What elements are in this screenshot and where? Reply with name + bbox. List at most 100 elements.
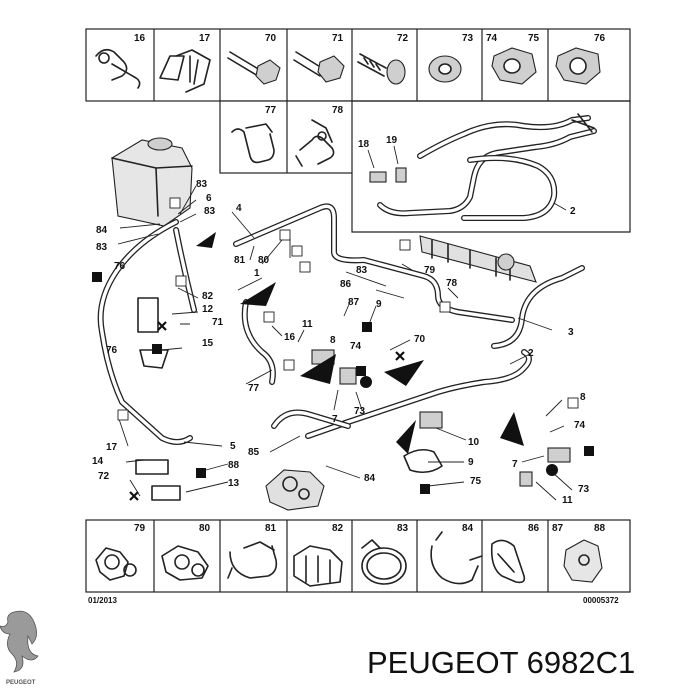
clip-82-drawing (293, 545, 343, 587)
clip-78-drawing (295, 119, 335, 167)
callout-7: 7 (512, 459, 518, 470)
part-number-16: 16 (134, 33, 146, 44)
hose-clamp-84-drawing (430, 531, 483, 585)
clip-86-drawing (490, 539, 526, 584)
callout-83: 83 (96, 242, 108, 253)
callout-86: 86 (340, 279, 352, 290)
part-number-73: 73 (462, 33, 474, 44)
callout-76: 76 (106, 345, 118, 356)
callout-8: 8 (330, 335, 336, 346)
logo-wordmark: PEUGEOT (6, 680, 36, 686)
nut-76-drawing (555, 47, 601, 85)
part-number-19: 19 (386, 135, 398, 146)
screw-72-drawing (357, 53, 406, 85)
callout-74: 74 (574, 420, 586, 431)
callout-88: 88 (228, 460, 240, 471)
part-number-2-inset: 2 (570, 206, 576, 217)
callout-1: 1 (254, 268, 260, 279)
callout-83: 83 (204, 206, 216, 217)
clip-80-drawing (161, 545, 209, 581)
part-number-71: 71 (332, 33, 344, 44)
part-number-86: 86 (528, 523, 540, 534)
callout-2: 2 (528, 348, 534, 359)
clip-81-drawing (227, 541, 278, 579)
callout-14: 14 (92, 456, 104, 467)
callout-82: 82 (202, 291, 214, 302)
callout-81: 81 (234, 255, 246, 266)
callout-16: 16 (284, 332, 296, 343)
bolt-70-drawing (227, 51, 281, 85)
callout-84: 84 (364, 473, 376, 484)
callout-6: 6 (206, 193, 212, 204)
callout-79: 79 (424, 265, 436, 276)
inset-panel: 18 19 2 (351, 100, 631, 233)
callout-83: 83 (196, 179, 208, 190)
part-number-81: 81 (265, 523, 277, 534)
part-number-76: 76 (594, 33, 606, 44)
callout-9: 9 (376, 299, 382, 310)
diagram-reference: 00005372 (583, 596, 619, 605)
callout-12: 12 (202, 304, 214, 315)
steering-rack (419, 235, 537, 283)
part-number-83: 83 (397, 523, 409, 534)
clip-77-drawing (231, 123, 275, 164)
callout-5: 5 (230, 441, 236, 452)
callout-8: 8 (580, 392, 586, 403)
part-number-82: 82 (332, 523, 344, 534)
callout-10: 10 (468, 437, 480, 448)
callout-11: 11 (562, 495, 573, 506)
callout-11: 11 (302, 319, 313, 330)
top-parts-row: 16 17 70 71 72 73 74 75 76 (85, 28, 631, 102)
second-parts-row: 77 78 (219, 100, 353, 174)
part-number-78: 78 (332, 105, 344, 116)
diagram-date: 01/2013 (88, 596, 117, 605)
part-number-75: 75 (528, 33, 540, 44)
callout-7: 7 (332, 414, 338, 425)
bolt-71-drawing (293, 51, 345, 83)
callout-15: 15 (202, 338, 214, 349)
callout-84: 84 (96, 225, 108, 236)
clip-88-drawing (563, 539, 603, 583)
part-number-80: 80 (199, 523, 211, 534)
part-number-18: 18 (358, 139, 370, 150)
callout-78: 78 (446, 278, 458, 289)
peugeot-lion-logo: PEUGEOT (0, 610, 39, 686)
washer-73-drawing (428, 55, 462, 83)
callout-80: 80 (258, 255, 270, 266)
callout-73: 73 (354, 406, 366, 417)
part-number-87: 87 (552, 523, 564, 534)
callout-13: 13 (228, 478, 240, 489)
callout-76: 76 (114, 261, 126, 272)
callout-74: 74 (350, 341, 362, 352)
callout-71: 71 (212, 317, 224, 328)
callout-87: 87 (348, 297, 360, 308)
hose-clamp-83-drawing (361, 539, 407, 585)
callout-85: 85 (248, 447, 260, 458)
part-number-84: 84 (462, 523, 474, 534)
callout-75: 75 (470, 476, 482, 487)
callout-17: 17 (106, 442, 118, 453)
nut-75-drawing (491, 47, 537, 85)
part-number-72: 72 (397, 33, 409, 44)
callout-73: 73 (578, 484, 590, 495)
part-number-70: 70 (265, 33, 277, 44)
callout-70: 70 (414, 334, 426, 345)
part-title: PEUGEOT 6982C1 (367, 645, 635, 680)
clip-16-drawing (95, 48, 141, 89)
bottom-parts-row: 79 80 81 82 83 84 86 87 88 (85, 519, 631, 605)
clip-79-drawing (95, 547, 137, 581)
main-assembly: 83 6 83 84 83 4 76 81 80 1 86 83 79 78 8… (92, 137, 594, 511)
part-number-17: 17 (199, 33, 211, 44)
power-steering-pump (265, 469, 325, 511)
callout-4: 4 (236, 203, 242, 214)
callout-77: 77 (248, 383, 260, 394)
callout-72: 72 (98, 471, 110, 482)
part-number-77: 77 (265, 105, 277, 116)
part-number-74: 74 (486, 33, 498, 44)
callout-83: 83 (356, 265, 368, 276)
callout-9: 9 (468, 457, 474, 468)
part-number-88: 88 (594, 523, 606, 534)
callout-3: 3 (568, 327, 574, 338)
part-number-79: 79 (134, 523, 146, 534)
